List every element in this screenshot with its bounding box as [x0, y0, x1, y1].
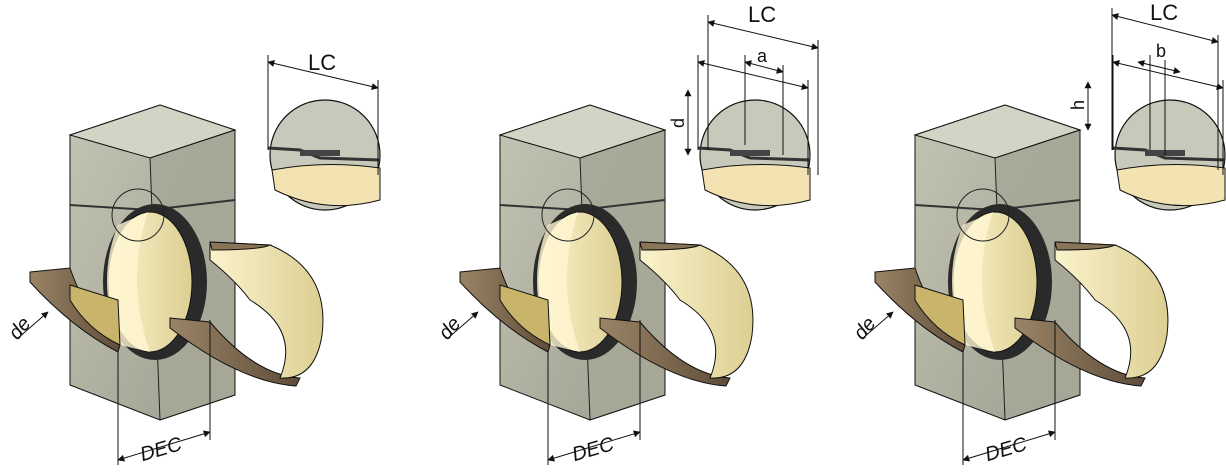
label-d: d	[668, 118, 688, 128]
figure-variant-2: LC a d de DEC	[434, 2, 819, 466]
figure-variant-3: LC b h de DEC	[849, 0, 1225, 466]
label-dec: DEC	[983, 433, 1030, 466]
label-dec: DEC	[138, 433, 185, 466]
label-lc: LC	[1150, 0, 1178, 25]
label-de: de	[434, 313, 465, 344]
label-b: b	[1156, 41, 1166, 61]
label-a: a	[757, 46, 768, 66]
label-de: de	[849, 313, 880, 344]
label-h: h	[1068, 100, 1088, 110]
label-dec: DEC	[570, 433, 617, 466]
figure-variant-1: LC de DEC	[4, 50, 380, 466]
label-de: de	[4, 313, 35, 344]
label-lc: LC	[308, 50, 336, 75]
label-lc: LC	[748, 2, 776, 27]
